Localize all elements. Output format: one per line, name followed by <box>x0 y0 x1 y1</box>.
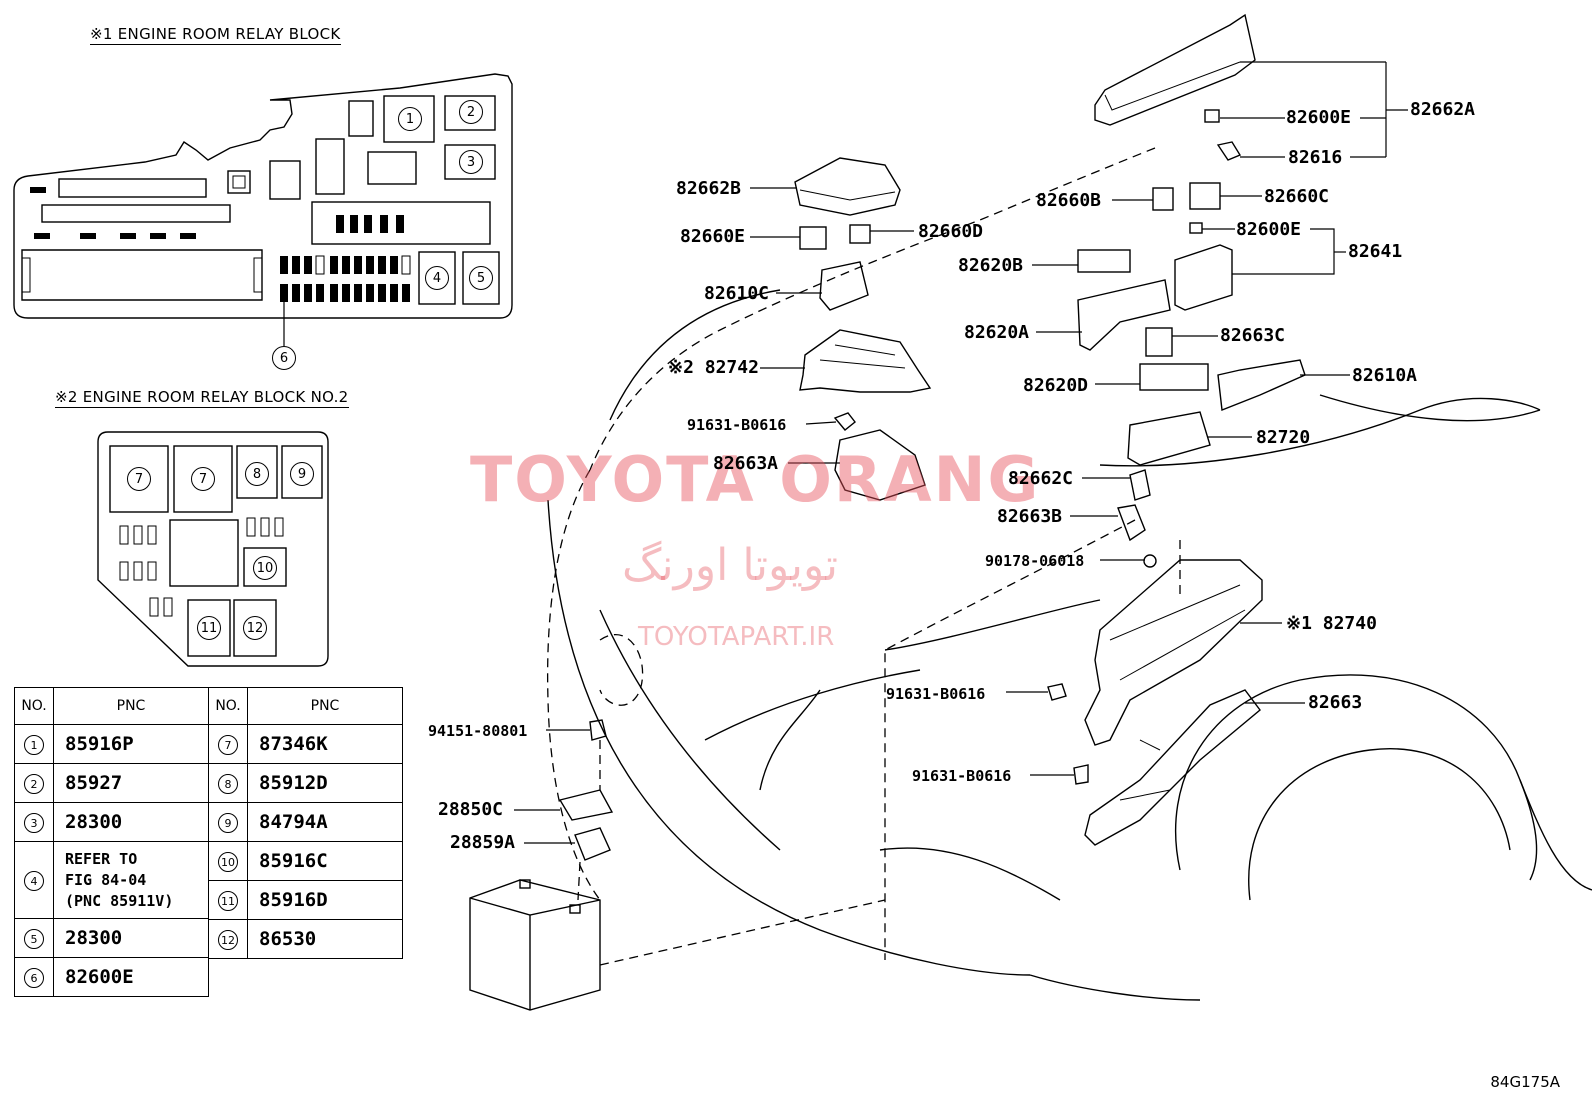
part-label-82610a[interactable]: 82610A <box>1352 365 1418 386</box>
table-row: 1 85916P <box>14 724 209 764</box>
marker-4: 4 <box>425 266 449 290</box>
row-number: 9 <box>218 812 238 833</box>
pnc-value: 85916C <box>247 841 403 881</box>
row-number: 8 <box>218 773 238 794</box>
watermark-brand: TOYOTA ORANG <box>470 443 1041 516</box>
marker-10: 10 <box>253 556 277 580</box>
part-label-82660d[interactable]: 82660D <box>918 221 984 242</box>
pnc-value: 87346K <box>247 724 403 764</box>
part-label-82641[interactable]: 82641 <box>1348 241 1403 262</box>
part-label-82662c[interactable]: 82662C <box>1008 468 1074 489</box>
col-pnc-header: PNC <box>247 687 403 725</box>
part-label-82600e-top[interactable]: 82600E <box>1286 107 1352 128</box>
row-number: 11 <box>218 890 238 911</box>
marker-5: 5 <box>469 266 493 290</box>
marker-2: 2 <box>459 100 483 124</box>
part-label-82660b[interactable]: 82660B <box>1036 190 1102 211</box>
relay-block-2-title: ※2 ENGINE ROOM RELAY BLOCK NO.2 <box>55 388 349 408</box>
marker-8: 8 <box>245 462 269 486</box>
table-row: 6 82600E <box>14 957 209 997</box>
table-row: 9 84794A <box>208 802 403 842</box>
marker-9: 9 <box>290 462 314 486</box>
part-label-82742[interactable]: ※2 82742 <box>668 357 759 378</box>
part-label-91631-b0616-lower[interactable]: 91631-B0616 <box>912 767 1012 785</box>
pnc-value: 28300 <box>53 918 209 958</box>
part-label-91631-b0616-middle[interactable]: 91631-B0616 <box>886 685 986 703</box>
row-number: 3 <box>24 812 44 833</box>
part-label-82620b[interactable]: 82620B <box>958 255 1024 276</box>
row-number: 2 <box>24 773 44 794</box>
table-row: 8 85912D <box>208 763 403 803</box>
part-label-28859a[interactable]: 28859A <box>450 832 516 853</box>
table-row: 12 86530 <box>208 919 403 959</box>
relay-block-2-outline <box>97 431 329 667</box>
diagram-code: 84G175A <box>1490 1073 1560 1091</box>
part-label-94151-80801[interactable]: 94151-80801 <box>428 722 528 740</box>
col-no-header: NO. <box>14 687 54 725</box>
watermark-farsi: تویوتا اورنگ <box>622 540 838 591</box>
part-label-82620d[interactable]: 82620D <box>1023 375 1089 396</box>
part-label-82720[interactable]: 82720 <box>1256 427 1311 448</box>
part-label-82616[interactable]: 82616 <box>1288 147 1343 168</box>
part-label-82663b[interactable]: 82663B <box>997 506 1063 527</box>
pnc-value: 86530 <box>247 919 403 959</box>
marker-7b: 7 <box>191 467 215 491</box>
col-pnc-header: PNC <box>53 687 209 725</box>
row-number: 7 <box>218 734 238 755</box>
table-row: 4 REFER TO FIG 84-04 (PNC 85911V) <box>14 841 209 919</box>
pnc-value: 84794A <box>247 802 403 842</box>
table-row: 7 87346K <box>208 724 403 764</box>
vehicle-body-outline <box>546 147 1592 1001</box>
table-row: 10 85916C <box>208 841 403 881</box>
table-row: 2 85927 <box>14 763 209 803</box>
col-no-header: NO. <box>208 687 248 725</box>
part-label-91631-b0616-upper[interactable]: 91631-B0616 <box>687 416 787 434</box>
part-label-82620a[interactable]: 82620A <box>964 322 1030 343</box>
table-row: 5 28300 <box>14 918 209 958</box>
table-row: 3 28300 <box>14 802 209 842</box>
row-number: 6 <box>24 967 44 988</box>
watermark-site: TOYOTAPART.IR <box>638 622 835 652</box>
pnc-value: 82600E <box>53 957 209 997</box>
fuse-row <box>280 255 411 302</box>
marker-6: 6 <box>272 346 296 370</box>
marker-1: 1 <box>398 107 422 131</box>
part-label-82663c[interactable]: 82663C <box>1220 325 1286 346</box>
row-number: 5 <box>24 928 44 949</box>
part-label-82600e-mid[interactable]: 82600E <box>1236 219 1302 240</box>
part-label-82662a[interactable]: 82662A <box>1410 99 1476 120</box>
row-number: 12 <box>218 929 238 950</box>
row-number: 4 <box>24 870 44 891</box>
part-label-82662b[interactable]: 82662B <box>676 178 742 199</box>
part-label-82663[interactable]: 82663 <box>1308 692 1363 713</box>
pnc-value: 28300 <box>53 802 209 842</box>
table-row: 11 85916D <box>208 880 403 920</box>
pnc-table-left: NO.PNC 1 85916P 2 85927 3 28300 4 REFER TO F… <box>14 687 209 997</box>
pnc-value: 85912D <box>247 763 403 803</box>
pnc-value: 85916D <box>247 880 403 920</box>
marker-11: 11 <box>197 616 221 640</box>
leader-lines <box>514 61 1408 844</box>
row-number: 10 <box>218 851 238 872</box>
pnc-value: 85927 <box>53 763 209 803</box>
row-number: 1 <box>24 734 44 755</box>
part-label-90178-06018[interactable]: 90178-06018 <box>985 552 1085 570</box>
marker-7a: 7 <box>127 467 151 491</box>
pnc-value: REFER TO FIG 84-04 (PNC 85911V) <box>53 841 209 919</box>
relay-block-1-outline <box>13 73 513 346</box>
part-label-82660c[interactable]: 82660C <box>1264 186 1330 207</box>
part-label-82660e[interactable]: 82660E <box>680 226 746 247</box>
marker-3: 3 <box>459 150 483 174</box>
marker-12: 12 <box>243 616 267 640</box>
part-shapes <box>469 13 1306 1011</box>
part-label-82610c[interactable]: 82610C <box>704 283 770 304</box>
part-label-82740[interactable]: ※1 82740 <box>1286 613 1377 634</box>
pnc-value: 85916P <box>53 724 209 764</box>
relay-block-1-title: ※1 ENGINE ROOM RELAY BLOCK <box>90 25 341 45</box>
part-label-28850c[interactable]: 28850C <box>438 799 504 820</box>
part-label-82663a[interactable]: 82663A <box>713 453 779 474</box>
